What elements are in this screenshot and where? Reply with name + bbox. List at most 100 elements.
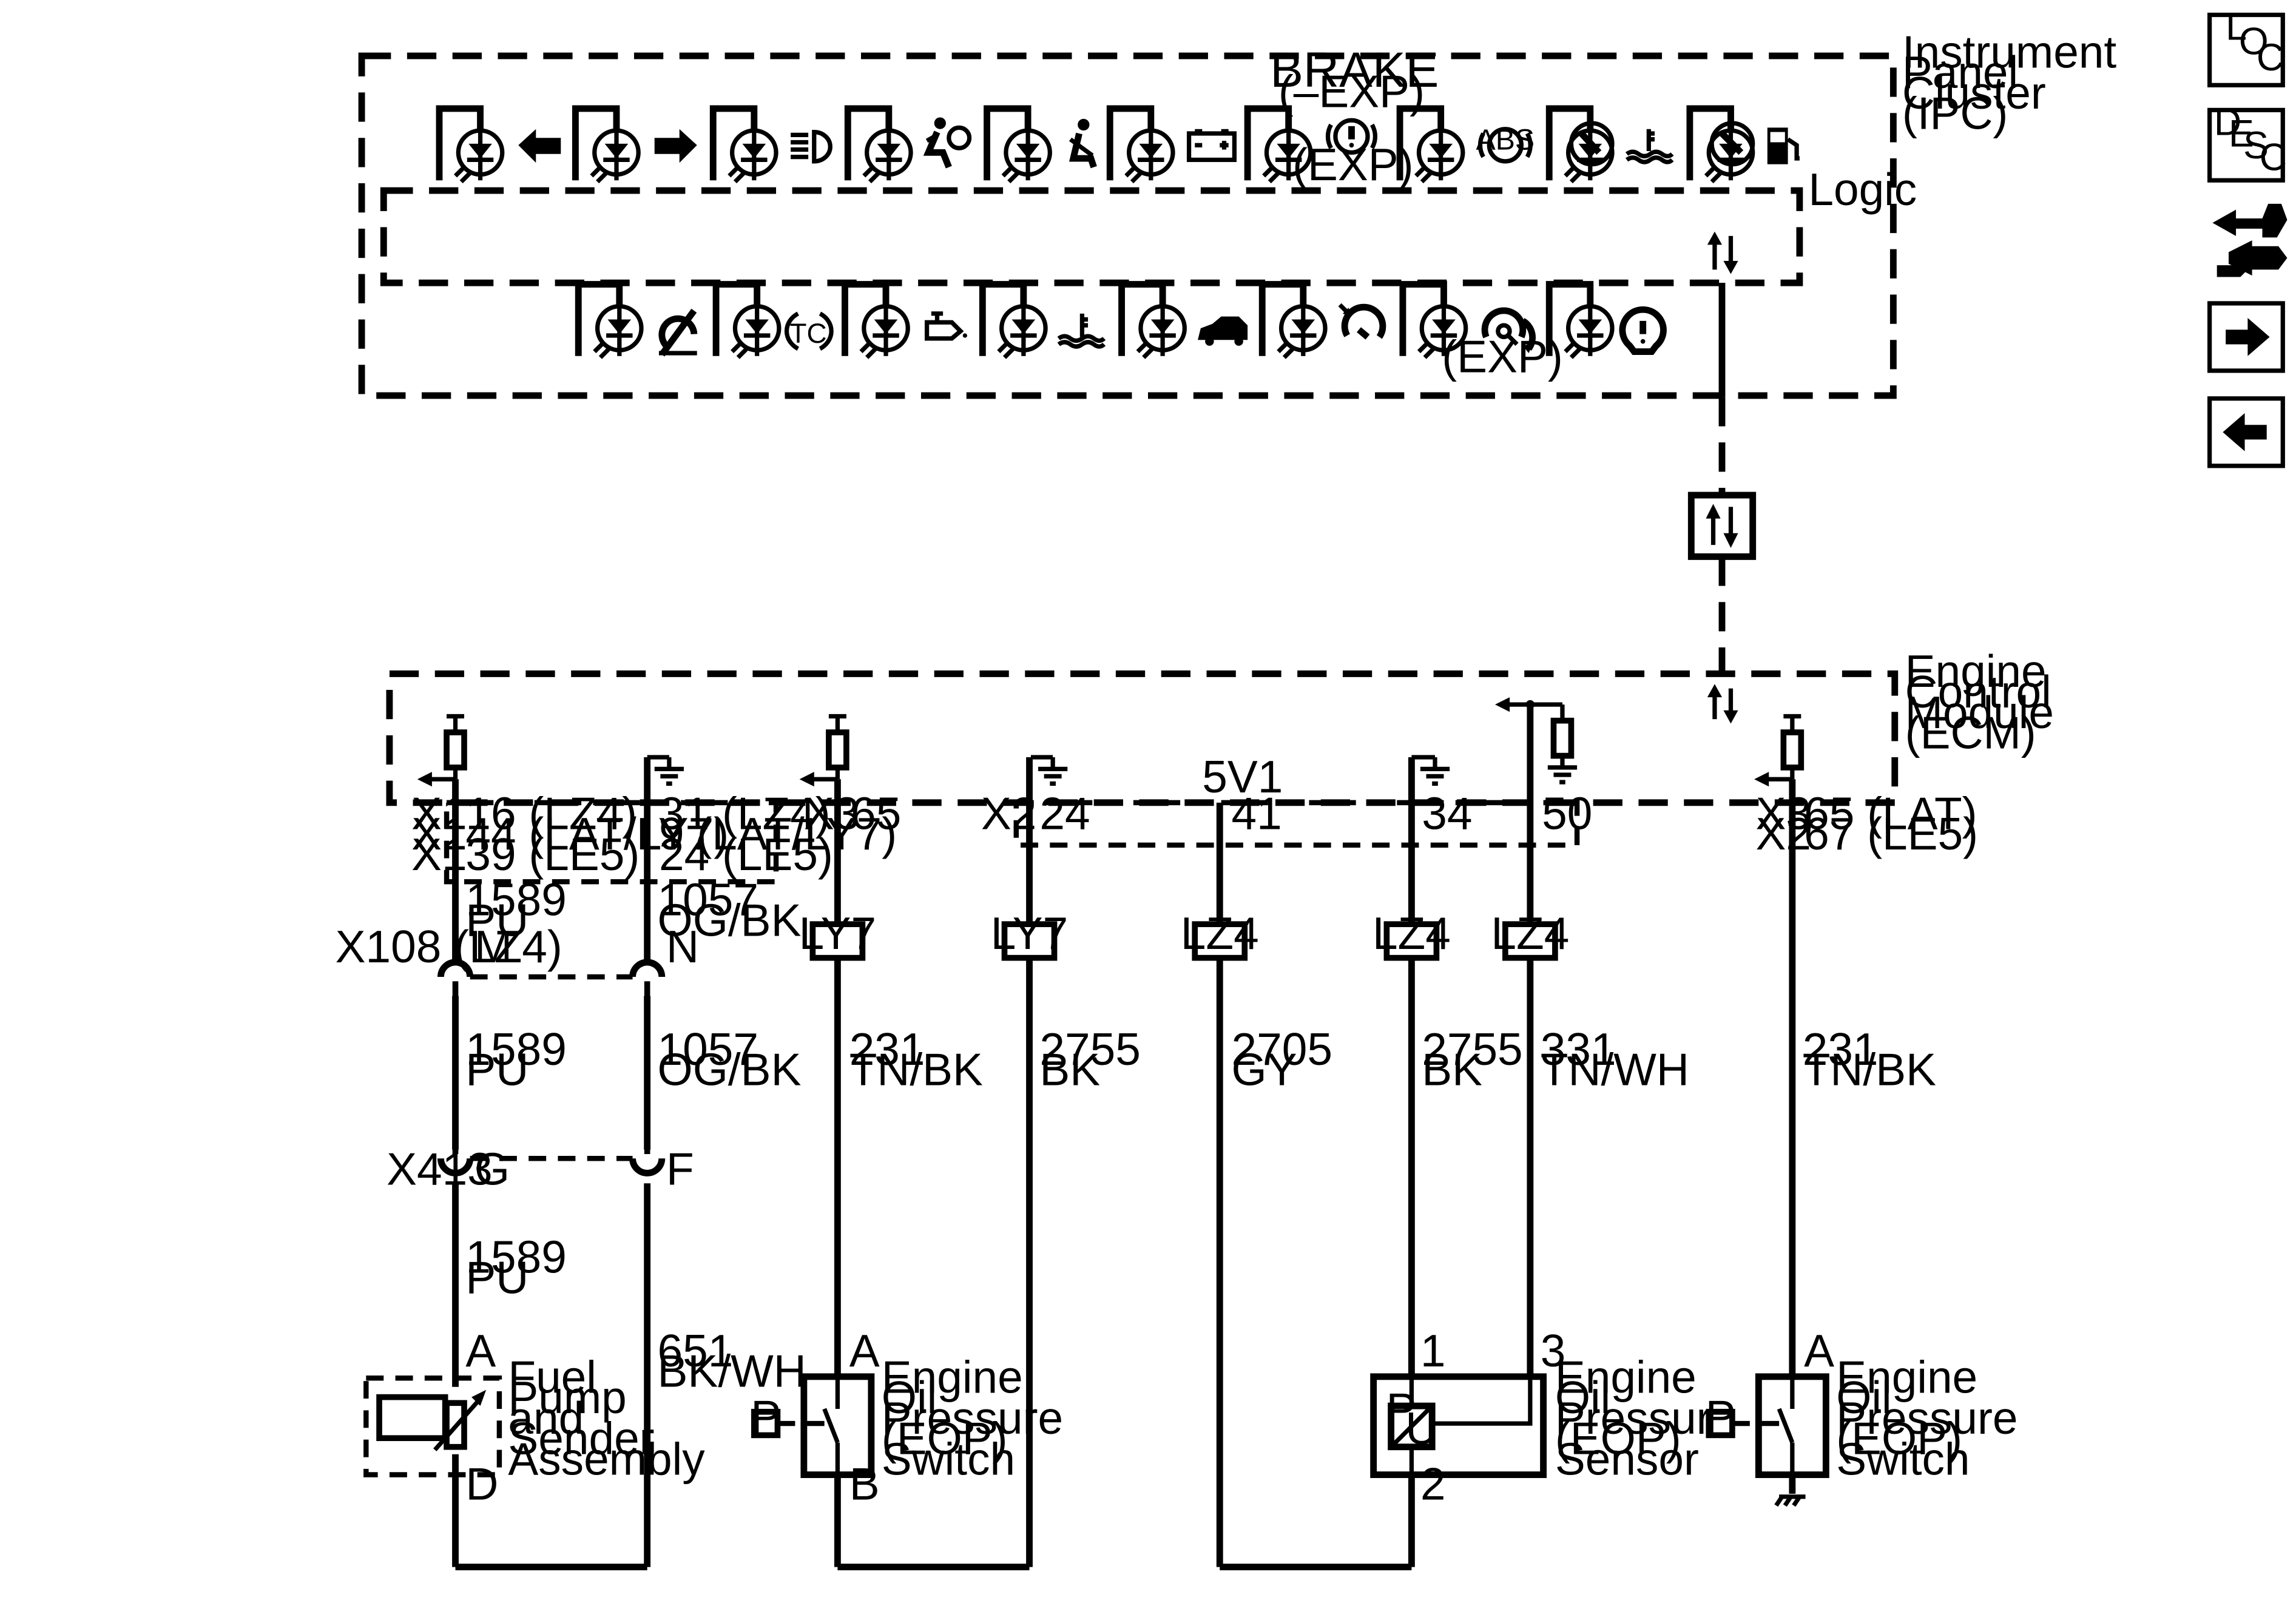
coolant-temp-gauge-icon: [1568, 121, 1674, 167]
wire-circuit: 2705: [1232, 1024, 1332, 1075]
ecm-ground-1: [647, 755, 684, 783]
high-beam-icon: [791, 129, 832, 164]
wire-color: OG/BK: [658, 1044, 802, 1095]
desc-letter: S: [2243, 124, 2269, 167]
pin-label: 39 (LE5): [465, 829, 640, 880]
eop-sensor: P U 1 2 3 Engine Oil Pressure (EOP) Sens…: [1370, 1325, 1737, 1510]
pin-2: 2: [1420, 1459, 1446, 1510]
connector-label: X413: [387, 1144, 493, 1195]
abs-icon: ABS: [1476, 124, 1535, 164]
lamp-airbag: [848, 109, 911, 182]
ecm-boundary: [386, 670, 1899, 806]
lamp-battery: [1110, 109, 1173, 182]
ecm-connector-box-1: [444, 800, 779, 885]
ecm-title-1: Engine: [1905, 646, 2047, 697]
desc-button[interactable]: D E S C: [2207, 101, 2287, 183]
wire-circuit: 231: [1803, 1024, 1879, 1075]
next-page-button[interactable]: [2207, 301, 2285, 373]
eop-switch-2: P A Engine Oil Pressure (EOP) Switch: [1706, 1325, 2018, 1507]
loc-button[interactable]: L O C: [2207, 6, 2285, 87]
wire-color: OG/BK: [658, 894, 802, 945]
conn-label: X1: [411, 788, 467, 839]
pin-label: 31 (LZ4): [659, 788, 831, 839]
wire-color: BK: [1422, 1044, 1482, 1095]
lamp-coolant: [982, 285, 1045, 358]
ipc-boundary: [358, 52, 1897, 399]
wire-circuit: 1057: [658, 874, 758, 925]
sensor-u: U: [1405, 1403, 1438, 1454]
ecm-title-4: (ECM): [1905, 707, 2036, 758]
pin-label: 41: [1232, 788, 1282, 839]
connector-label: X108 (LZ4): [336, 921, 562, 972]
component-label: Engine: [882, 1351, 1023, 1402]
component-label: Sender: [508, 1413, 654, 1464]
previous-page-button[interactable]: [2207, 396, 2285, 468]
option-tag-text: LZ4: [1373, 908, 1451, 959]
component-label: Pump: [508, 1372, 626, 1423]
conn-label: X3: [1756, 788, 1812, 839]
component-label: (EOP): [882, 1413, 1008, 1464]
wire-circuit: 1057: [658, 1024, 758, 1075]
lamp-right-turn: [575, 109, 638, 182]
component-label: Switch: [882, 1434, 1015, 1485]
indicator-lamps-top: [439, 109, 1753, 182]
pin-label: 16 (LZ4): [465, 788, 637, 839]
pin-label: 44 (LAT/LY7): [465, 808, 729, 859]
conn-label: X2: [1756, 808, 1812, 859]
ecm-ground-3: [1411, 755, 1450, 783]
tc-text: TC: [790, 317, 827, 349]
loc-letter: O: [2239, 21, 2269, 63]
option-tags: LY7 LY7 LZ4 LZ4 LZ4: [799, 908, 1569, 961]
wire-circuit: 2755: [1422, 1024, 1522, 1075]
option-tag-ly7: [1001, 921, 1058, 961]
ipc-title-4: (IPC): [1902, 88, 2008, 139]
wire-color: BK/WH: [658, 1346, 806, 1397]
pin-label: 24 (LE5): [659, 829, 833, 880]
pin-label: 50: [1542, 788, 1592, 839]
lamp-coolant-gauge: [1549, 109, 1612, 182]
ecm-title-3: Module: [1905, 687, 2054, 738]
cruise-icon: [1338, 303, 1386, 340]
wire-color: TN/BK: [1803, 1044, 1936, 1095]
connector-tools-icon[interactable]: [2212, 203, 2288, 277]
pin-3: 3: [1541, 1325, 1566, 1376]
component-label: Sensor: [1555, 1434, 1699, 1485]
exp-label: (EXP): [1442, 331, 1562, 382]
option-tag-text: LZ4: [1181, 908, 1259, 959]
conn-label: X1: [411, 808, 467, 859]
component-label: Pressure: [882, 1393, 1063, 1443]
wire-color: TN/WH: [1541, 1044, 1689, 1095]
pin-d: D: [465, 1459, 498, 1510]
option-tag-text: LY7: [799, 908, 877, 959]
lamp-fuel-gauge: [1690, 109, 1753, 182]
option-tag-text: LY7: [991, 908, 1069, 959]
pin-a: A: [849, 1325, 880, 1376]
pin-label: 9 (LAT/LY7): [659, 808, 897, 859]
ecm-title-2: Control: [1905, 666, 2051, 717]
component-label: Pressure: [1836, 1393, 2017, 1443]
pin-a: A: [1804, 1325, 1834, 1376]
seatbelt-icon: [1069, 118, 1097, 169]
pin-b: B: [849, 1459, 880, 1510]
ipc-serial-data-arrows: [1707, 231, 1738, 274]
component-label: and: [508, 1393, 584, 1443]
conn-label: X1: [411, 829, 467, 880]
lamp-seatbelt: [987, 109, 1050, 182]
airbag-icon: [923, 117, 972, 169]
connector-x108: X108 (LZ4) M N: [336, 921, 699, 999]
loc-letter: C: [2257, 36, 2284, 79]
fuel-pump-sender-assembly: A D Fuel Pump and Sender Assembly: [363, 1325, 705, 1510]
lamp-cruise: [1262, 285, 1325, 358]
brake-label: BRAKE: [1270, 42, 1439, 98]
desc-letter: D: [2214, 101, 2241, 143]
conn-label: X2: [981, 788, 1037, 839]
ecm-pullup-2: [799, 714, 849, 787]
wire-circuit: 331: [1541, 1024, 1616, 1075]
ecm-module: Engine Control Module (ECM): [386, 646, 2054, 806]
service-vehicle-icon: (EXP): [1442, 307, 1563, 382]
brake-warning-icon: BRAKE (–EXP) (EXP): [1270, 42, 1439, 190]
traction-off-icon: [658, 308, 698, 357]
wire-circuit: 651: [658, 1325, 734, 1376]
v5-reference-label: 5V1: [1202, 751, 1283, 802]
connector-pin: M: [474, 921, 512, 972]
